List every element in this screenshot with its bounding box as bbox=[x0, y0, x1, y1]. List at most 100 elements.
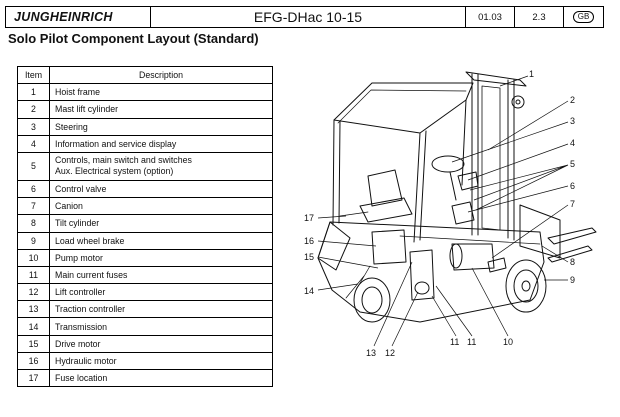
item-number: 7 bbox=[17, 197, 50, 216]
section-number: 01.03 bbox=[466, 7, 515, 27]
front-wheel-rim bbox=[513, 269, 539, 303]
leader-line-15 bbox=[317, 256, 379, 269]
callout-2: 2 bbox=[570, 95, 575, 105]
overhead-guard-roof bbox=[333, 82, 474, 134]
callout-9: 9 bbox=[570, 275, 575, 285]
item-description: Pump motor bbox=[49, 248, 273, 267]
mast-top-crossbar bbox=[465, 71, 527, 87]
pump-motor-end bbox=[449, 243, 463, 269]
control-valve bbox=[451, 201, 475, 225]
item-number: 3 bbox=[17, 117, 50, 136]
item-description: Lift controller bbox=[49, 283, 273, 302]
item-description: Mast lift cylinder bbox=[49, 100, 273, 119]
item-number: 2 bbox=[17, 100, 50, 119]
fork-carriage bbox=[519, 204, 561, 259]
item-description: Information and service display bbox=[49, 134, 273, 153]
item-number: 16 bbox=[17, 351, 50, 371]
fuse-box-shape bbox=[339, 211, 369, 217]
operator-seat-back bbox=[367, 169, 403, 207]
rear-wheel bbox=[353, 277, 391, 323]
item-number: 14 bbox=[17, 317, 50, 336]
leader-line-13 bbox=[373, 261, 413, 347]
callout-10: 10 bbox=[503, 337, 513, 347]
overhead-guard-inner bbox=[337, 89, 467, 124]
fork-lower bbox=[547, 245, 593, 263]
model-name: EFG-DHac 10-15 bbox=[151, 7, 466, 27]
item-number: 8 bbox=[17, 214, 50, 233]
leader-line-14 bbox=[317, 283, 359, 291]
callout-11a: 11 bbox=[450, 337, 459, 347]
item-description: Traction controller bbox=[49, 300, 273, 319]
callout-14: 14 bbox=[304, 286, 314, 296]
leader-line-11 bbox=[431, 285, 473, 337]
leader-line-10 bbox=[471, 267, 509, 337]
item-number: 10 bbox=[17, 248, 50, 267]
brand-logo: JUNGHEINRICH bbox=[6, 7, 151, 27]
leader-line-8 bbox=[541, 245, 569, 263]
mast-rails bbox=[471, 73, 515, 241]
leader-line-17 bbox=[317, 215, 347, 219]
column-header-description: Description bbox=[49, 65, 273, 85]
document-header: JUNGHEINRICH EFG-DHac 10-15 01.03 2.3 GB bbox=[5, 6, 604, 28]
item-description: Controls, main switch and switches bbox=[55, 155, 192, 166]
leader-line-1 bbox=[499, 75, 529, 87]
item-description: Load wheel brake bbox=[49, 231, 273, 250]
forklift-diagram: 1 2 3 4 5 6 7 8 9 10 11 11 12 13 14 15 1… bbox=[304, 69, 597, 358]
item-number: 17 bbox=[17, 368, 50, 388]
item-number: 12 bbox=[17, 283, 50, 302]
hydraulic-motor-housing bbox=[371, 229, 407, 265]
item-description: Hoist frame bbox=[49, 83, 273, 102]
mast-pulley-hub bbox=[515, 99, 521, 105]
leader-line-5 bbox=[469, 164, 569, 211]
pump-motor-housing bbox=[451, 243, 495, 271]
lift-cylinder bbox=[481, 85, 501, 231]
leader-line-12 bbox=[391, 291, 419, 347]
callout-1: 1 bbox=[529, 69, 534, 79]
page-number: 2.3 bbox=[515, 7, 564, 27]
language-badge: GB bbox=[564, 7, 603, 27]
controllers-housing bbox=[409, 249, 435, 301]
steering-column bbox=[449, 171, 457, 201]
item-description: Transmission bbox=[49, 317, 273, 336]
callout-17: 17 bbox=[304, 213, 314, 223]
guard-front-post bbox=[413, 130, 427, 243]
item-description: Drive motor bbox=[49, 334, 273, 353]
guard-rear-post bbox=[332, 119, 341, 226]
steering-wheel bbox=[431, 155, 465, 173]
chassis-body bbox=[317, 221, 545, 323]
table-header-row: Item Description bbox=[17, 65, 273, 85]
callout-12: 12 bbox=[385, 348, 395, 358]
item-description: Control valve bbox=[49, 179, 273, 199]
callout-4: 4 bbox=[570, 138, 575, 148]
fork-upper bbox=[547, 227, 597, 245]
brand-name: JUNGHEINRICH bbox=[14, 10, 113, 24]
leader-line-2 bbox=[487, 100, 569, 151]
info-display bbox=[457, 171, 479, 191]
leader-line-7 bbox=[491, 204, 569, 259]
operator-seat bbox=[359, 197, 413, 223]
item-number: 4 bbox=[17, 134, 50, 153]
item-number: 6 bbox=[17, 179, 50, 199]
transmission-shape bbox=[345, 265, 371, 299]
mast-pulley bbox=[511, 95, 525, 109]
tilt-cylinder bbox=[487, 257, 507, 273]
leader-line-3 bbox=[451, 121, 569, 163]
item-number: 15 bbox=[17, 334, 50, 353]
callout-16: 16 bbox=[304, 236, 314, 246]
callout-5: 5 bbox=[570, 159, 575, 169]
